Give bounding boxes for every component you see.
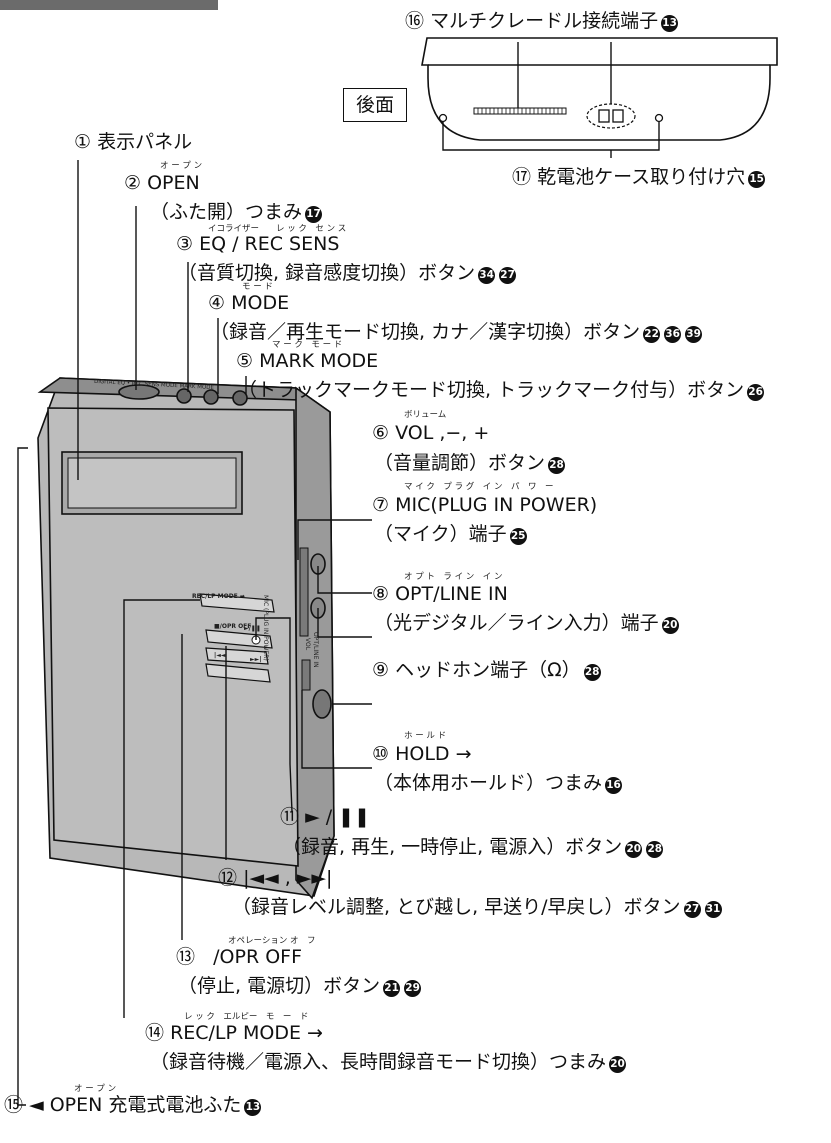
callout-5: ⑤ MARK MODE [236, 350, 379, 372]
callout-3: ③ EQ / REC SENS [176, 233, 340, 255]
callout-12: ⑫ |◄◄ , ►►| [218, 867, 333, 889]
callout-13: ⑬ /OPR OFF [176, 946, 303, 968]
callout-5-ruby: マ ー ク モ ー ド [272, 340, 343, 350]
callout-8-ruby: オ プ ト ラ イ ン イ ン [404, 572, 503, 582]
callout-10-ruby: ホ ー ル ド [404, 731, 447, 741]
device-rew-label: |◄◄ [214, 652, 226, 659]
callout-6: ⑥ VOL ,−, + [372, 422, 490, 444]
callout-4-ruby: モ ー ド [242, 282, 273, 292]
callout-7: ⑦ MIC(PLUG IN POWER) [372, 494, 598, 516]
callout-2-ruby: オ ー プ ン [160, 161, 203, 171]
header-bar [0, 0, 218, 10]
device-play-label: ►/❚❚ [244, 625, 261, 632]
callout-14-ruby: レ ッ ク エルピー モ ー ド [184, 1012, 309, 1022]
device-vol-side-label: VOL [304, 638, 311, 651]
callout-8: ⑧ OPT/LINE IN [372, 583, 508, 605]
device-ff-label: ►►| [250, 656, 262, 663]
device-opr-off-label: ■/OPR OFF [214, 623, 252, 630]
callout-14: ⑭ REC/LP MODE → [145, 1022, 323, 1044]
main-device-body [37, 377, 335, 900]
callout-4: ④ MODE [208, 292, 290, 314]
callout-2: ② OPEN [124, 172, 200, 194]
callout-13-ruby: オペレーション オ フ [228, 936, 316, 946]
callout-11: ⑪ ► / ❚❚ [280, 806, 370, 828]
device-mic-side-label: MIC (PLUG IN POWER) [262, 595, 269, 661]
callout-7-ruby: マ イ ク プ ラ グ イ ン パ ワ ー [404, 482, 554, 492]
device-rec-lp-label: REC/LP MODE ➡ [192, 593, 245, 600]
rear-view-device [421, 37, 778, 141]
callout-1: ① 表示パネル [74, 131, 193, 153]
callout-3-ruby: イコライザー レ ッ ク セ ン ス [208, 224, 347, 234]
headphone-icon: Ω [547, 659, 562, 681]
callout-6-ruby: ボリューム [404, 410, 447, 420]
callout-15-ruby: オ ー プ ン [74, 1084, 117, 1094]
rear-view-label: 後面 [343, 88, 407, 122]
callout-10: ⑩ HOLD → [372, 743, 472, 765]
callout-9: ⑨ ヘッドホン端子（Ω）28 [372, 659, 601, 681]
leader-lines [17, 160, 372, 1106]
